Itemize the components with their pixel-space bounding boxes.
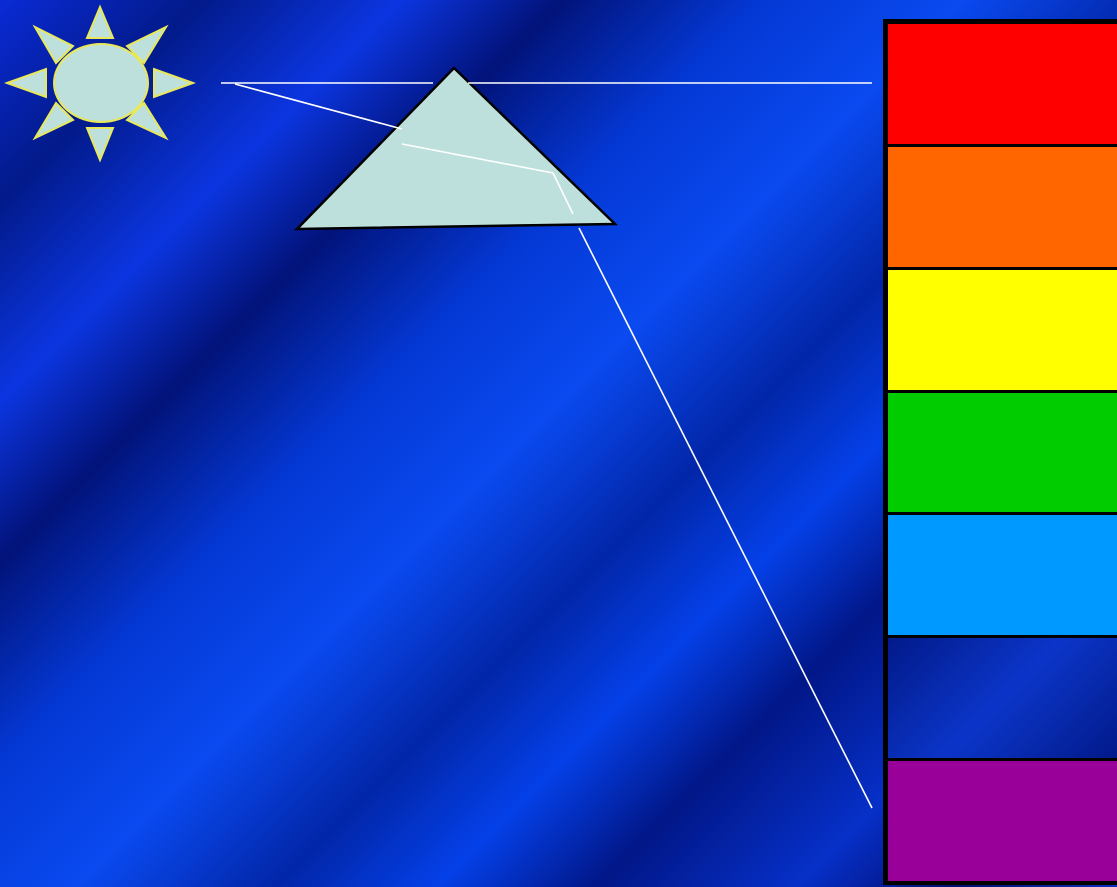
incident-ray-angled xyxy=(235,84,402,129)
spectrum-band-indigo xyxy=(888,638,1117,758)
spectrum-band-yellow xyxy=(888,270,1117,390)
sun-disc xyxy=(54,44,148,122)
prism-triangle xyxy=(297,68,615,229)
sun-ray-left xyxy=(7,69,46,97)
spectrum-band-blue xyxy=(888,515,1117,635)
sun-icon xyxy=(7,7,193,160)
spectrum-band-violet xyxy=(888,761,1117,881)
sun-ray-right xyxy=(154,69,193,97)
dispersed-ray xyxy=(579,228,872,808)
spectrum-band-green xyxy=(888,393,1117,513)
sun-ray-top xyxy=(87,7,113,38)
spectrum-band-red xyxy=(888,24,1117,144)
spectrum-band-orange xyxy=(888,147,1117,267)
color-spectrum-panel xyxy=(883,19,1117,885)
sun-ray-bottom xyxy=(87,128,113,160)
